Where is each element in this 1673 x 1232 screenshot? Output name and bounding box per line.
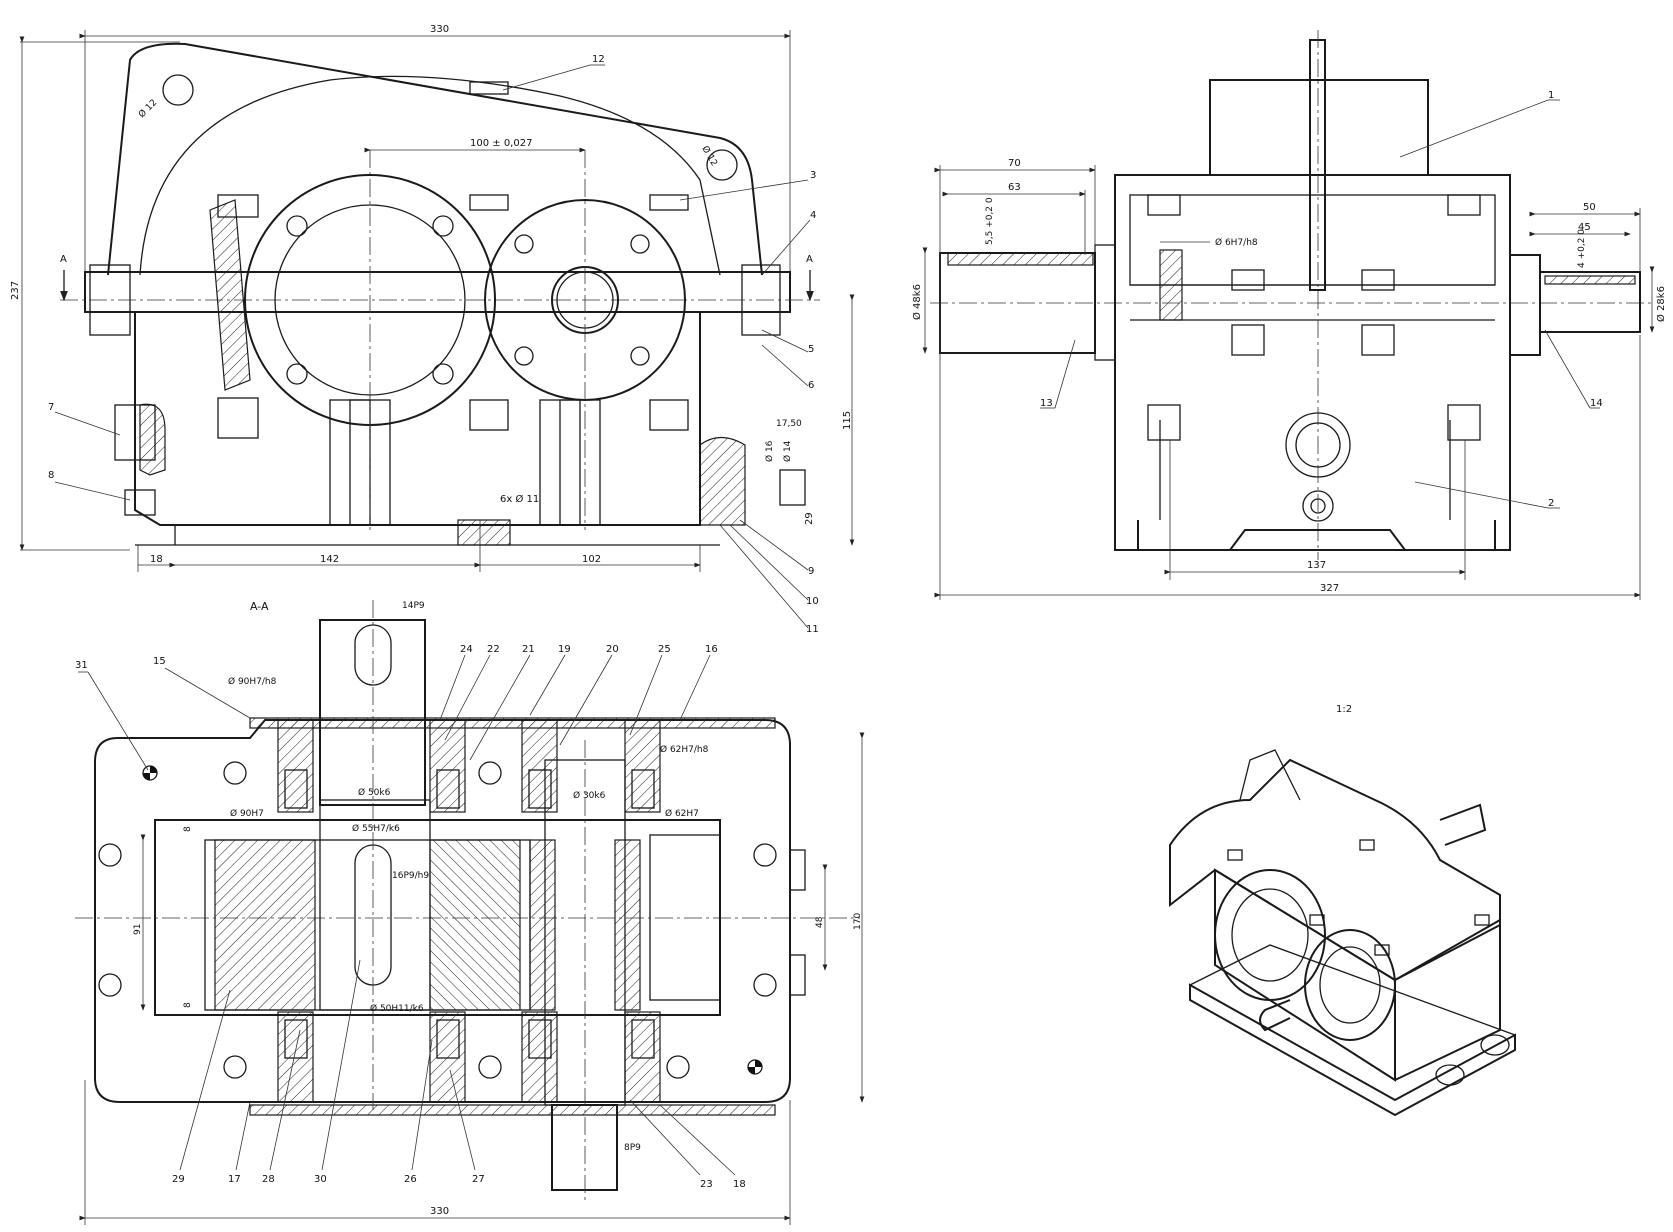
- callout-30: 30: [314, 1174, 327, 1185]
- dim-shaft-right-d: Ø 28k6: [1655, 286, 1667, 322]
- callout-28: 28: [262, 1174, 275, 1185]
- dim-pinion-width: 48: [815, 916, 825, 928]
- dim-base-bolt-span: 137: [1307, 560, 1326, 571]
- dim-shaft-right-len: 50: [1583, 202, 1596, 213]
- dim-base-left: 18: [150, 554, 163, 565]
- dim-key-left-depth: 5,5 +0,2 0: [985, 197, 995, 245]
- dim-shaft-upper: Ø 50k6: [358, 787, 391, 798]
- dim-shaft-height: 115: [842, 411, 853, 430]
- dim-plug-d1: Ø 16: [764, 440, 775, 462]
- dim-holes: 6x Ø 11: [500, 493, 539, 505]
- iso-view: 1:2: [1169, 704, 1516, 1117]
- front-view: 330 237: [10, 24, 855, 629]
- callout-4: 4: [810, 210, 816, 221]
- dim-overall-width: 327: [1320, 583, 1339, 594]
- dim-overall-330: 330: [430, 24, 449, 35]
- callout-8: 8: [48, 470, 54, 481]
- callout-27: 27: [472, 1174, 485, 1185]
- callout-6: 6: [808, 380, 814, 391]
- dim-gear-key: 16P9/h9: [392, 871, 429, 881]
- callout-20: 20: [606, 644, 619, 655]
- callout-12: 12: [592, 54, 605, 65]
- dim-overall-330-bottom: 330: [430, 1206, 449, 1217]
- dim-gear-fit: Ø 55H7/k6: [352, 823, 400, 834]
- callout-3: 3: [810, 170, 816, 181]
- callout-9: 9: [808, 566, 814, 577]
- dim-hole-upper: Ø 12: [136, 97, 159, 120]
- dim-bore-left2: Ø 90H7: [230, 808, 264, 819]
- dim-bore-right: Ø 62H7/h8: [660, 744, 709, 755]
- dim-pin-fit: Ø 6H7/h8: [1215, 237, 1258, 248]
- callout-24: 24: [460, 644, 473, 655]
- callout-1: 1: [1548, 90, 1554, 101]
- dim-center-distance: 100 ± 0,027: [470, 138, 532, 149]
- section-title: A-A: [250, 600, 269, 613]
- dim-shaft-left-len: 70: [1008, 158, 1021, 169]
- dim-base-right: 102: [582, 554, 601, 565]
- dim-key-right-len: 45: [1578, 222, 1591, 233]
- dim-shaft-right: Ø 30k6: [573, 790, 606, 801]
- dim-shaft-left-d: Ø 48k6: [911, 284, 923, 320]
- section-view: A-A: [75, 600, 865, 1225]
- dim-bore-right2: Ø 62H7: [665, 808, 699, 819]
- callout-11: 11: [806, 624, 819, 635]
- dim-base-mid: 142: [320, 554, 339, 565]
- dim-plug-len: 17,50: [776, 419, 802, 429]
- dim-height-237: 237: [10, 281, 21, 300]
- dim-gear-width: 91: [133, 924, 143, 935]
- callout-7: 7: [48, 402, 54, 413]
- callout-19: 19: [558, 644, 571, 655]
- dim-bottom-key: 8P9: [624, 1143, 641, 1153]
- callout-18: 18: [733, 1179, 746, 1190]
- callout-21: 21: [522, 644, 535, 655]
- dim-plug-h: 29: [804, 512, 815, 525]
- callout-13: 13: [1040, 398, 1053, 409]
- callout-5: 5: [808, 344, 814, 355]
- callout-10: 10: [806, 596, 819, 607]
- dim-gap-top: 8: [183, 826, 193, 832]
- dim-gear-fit2: Ø 50H11/k6: [370, 1003, 424, 1014]
- dim-key-right-depth: 4 +0,2 0: [1577, 229, 1587, 268]
- callout-29: 29: [172, 1174, 185, 1185]
- dim-hole-lower: Ø 12: [699, 144, 719, 168]
- callout-15: 15: [153, 656, 166, 667]
- callout-2: 2: [1548, 498, 1554, 509]
- dim-bore-left: Ø 90H7/h8: [228, 676, 277, 687]
- dim-housing-width: 170: [853, 913, 863, 930]
- callout-16: 16: [705, 644, 718, 655]
- callout-23: 23: [700, 1179, 713, 1190]
- dim-gap-bottom: 8: [183, 1002, 193, 1008]
- side-view: 70 63 5,5 +0,2 0 Ø 48k6 Ø 6H7/h8 50 45 4…: [911, 30, 1667, 600]
- callout-25: 25: [658, 644, 671, 655]
- callout-26: 26: [404, 1174, 417, 1185]
- dim-top-key: 14P9: [402, 601, 425, 611]
- section-mark-right: A: [806, 254, 813, 265]
- dim-key-left-len: 63: [1008, 182, 1021, 193]
- callout-31: 31: [75, 660, 88, 671]
- callout-17: 17: [228, 1174, 241, 1185]
- dim-plug-d2: Ø 14: [782, 440, 793, 462]
- callout-14: 14: [1590, 398, 1603, 409]
- iso-scale: 1:2: [1336, 704, 1352, 715]
- section-mark-left: A: [60, 254, 67, 265]
- callout-22: 22: [487, 644, 500, 655]
